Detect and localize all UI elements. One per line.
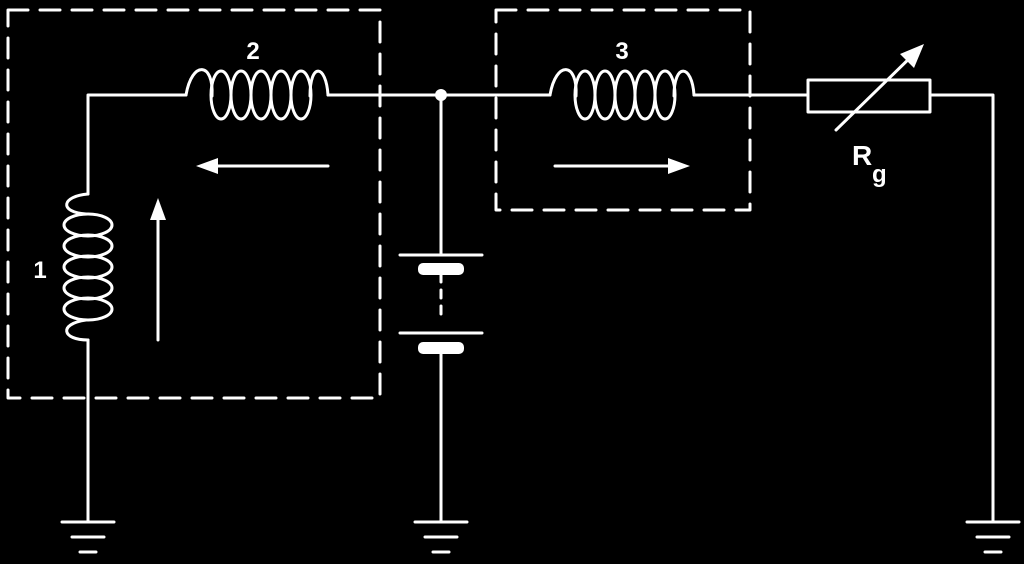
label-resistor-main: R (852, 140, 872, 171)
resistor-variable-line (834, 48, 920, 132)
coil-2 (184, 68, 330, 121)
arrow-right-head (668, 158, 690, 174)
ground-center (413, 520, 469, 554)
wire-left-top (86, 93, 188, 196)
coil-1 (62, 192, 114, 342)
label-coil-3: 3 (615, 38, 628, 65)
battery-plate-short-2 (418, 342, 464, 354)
ground-left (60, 520, 116, 554)
label-coil-2: 2 (246, 38, 259, 65)
resistor-arrow-head (900, 44, 924, 68)
ground-right (965, 520, 1021, 554)
arrow-up-head (150, 198, 166, 220)
arrow-left-head (196, 158, 218, 174)
dashed-box-right (494, 8, 752, 212)
coil-3 (548, 68, 696, 121)
junction-dot (435, 89, 447, 101)
resistor-rg (806, 78, 932, 114)
dashed-box-left (6, 8, 382, 400)
label-coil-1: 1 (33, 257, 46, 284)
battery-plate-short-1 (418, 263, 464, 275)
label-resistor-sub: g (872, 161, 887, 188)
wire-far-right (928, 93, 995, 524)
